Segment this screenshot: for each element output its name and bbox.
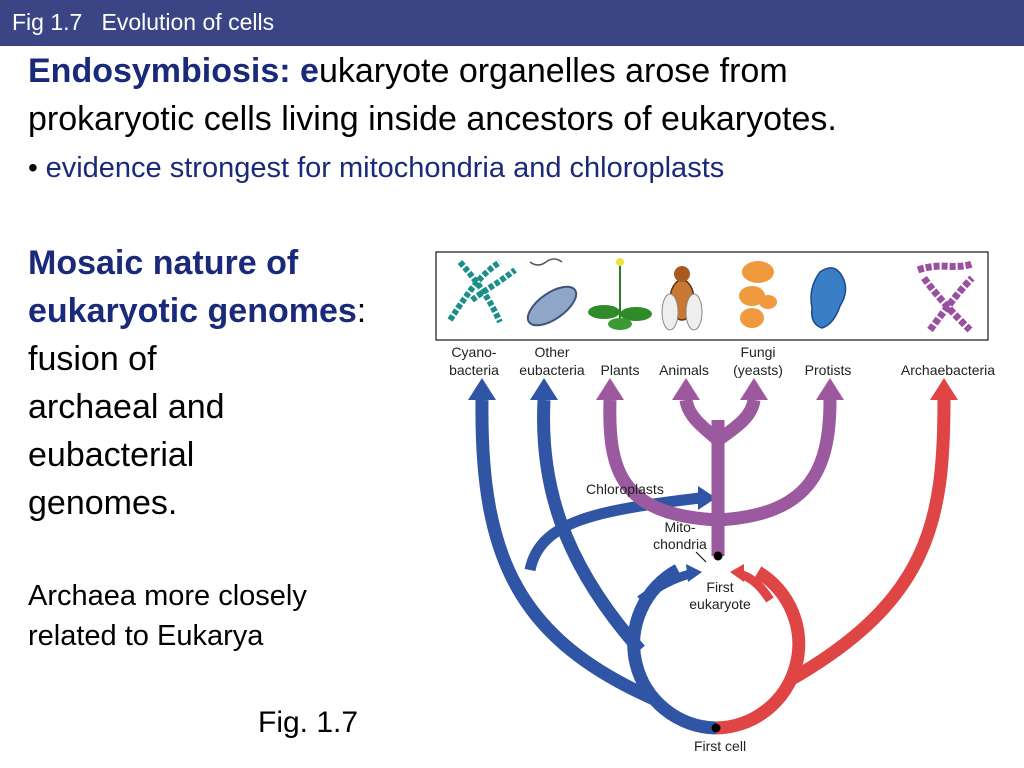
mosaic-body-line: archaeal and: [28, 388, 225, 426]
bullet-icon: •: [28, 152, 38, 183]
cyanobacteria-branch: [475, 399, 659, 706]
mosaic-colon: :: [356, 292, 367, 330]
mitochondria-transfer-arrow: [637, 569, 692, 604]
mitochondria-label: chondria: [653, 536, 707, 552]
fungi-arrowhead: [740, 378, 768, 400]
yeast-icon: [739, 261, 777, 328]
cyanobacteria-arrowhead: [468, 378, 496, 400]
taxon-label-other-eubacteria: eubacteria: [519, 362, 585, 378]
protist-icon: [810, 267, 847, 329]
protists-arrowhead: [816, 378, 844, 400]
first-eukaryote-label: First: [706, 579, 733, 595]
bullet-text: evidence strongest for mitochondria and …: [45, 152, 725, 184]
taxon-label-archaebacteria: Archaebacteria: [901, 362, 995, 378]
archaea-note-line2: related to Eukarya: [28, 620, 264, 652]
endosymbiosis-term: Endosymbiosis: e: [28, 52, 319, 90]
first-eukaryote-node: [713, 551, 723, 561]
first-cell-label: First cell: [694, 738, 746, 754]
plant-icon: [588, 258, 652, 330]
mitochondria-pointer: [695, 551, 707, 563]
taxon-label-cyanobacteria: Cyano-: [451, 344, 496, 360]
taxon-label-protists: Protists: [805, 362, 852, 378]
cyanobacteria-filament-icon: [447, 259, 517, 324]
chloroplasts-arrowhead: [698, 486, 716, 510]
archaebacteria-branch: [786, 399, 951, 686]
organism-image-strip: [435, 251, 989, 341]
first-cell-node: [711, 723, 721, 733]
first-eukaryote-red-arrowhead: [730, 564, 744, 582]
taxon-label-other-eubacteria: Other: [534, 344, 569, 360]
first-eukaryote-label: eukaryote: [689, 596, 751, 612]
animals-arrowhead: [672, 378, 700, 400]
mitochondria-label: Mito-: [664, 519, 695, 535]
other-eubacteria-branch: [537, 399, 645, 655]
plants-arrowhead: [596, 378, 624, 400]
other-eubacteria-arrowhead: [530, 378, 558, 400]
figure-label: Fig. 1.7: [258, 706, 359, 739]
fly-icon: [661, 266, 703, 331]
slide-title: Fig 1.7 Evolution of cells: [12, 9, 275, 35]
mosaic-heading-term: eukaryotic genomes: [28, 292, 357, 330]
endosymbiosis-line: Endosymbiosis: eukaryote organelles aros…: [28, 52, 788, 91]
taxon-label-plants: Plants: [601, 362, 640, 378]
mitochondria-arrowhead: [686, 564, 702, 582]
mosaic-body-line: fusion of: [28, 340, 157, 378]
endosymbiosis-definition: ukaryote organelles arose from: [318, 52, 788, 90]
taxon-label-animals: Animals: [659, 362, 709, 378]
mosaic-body-line: eubacterial: [28, 436, 195, 474]
mosaic-body-line: genomes.: [28, 484, 178, 522]
mosaic-heading-line2: eukaryotic genomes:: [28, 292, 366, 331]
taxon-label-fungi: (yeasts): [733, 362, 783, 378]
archaea-filament-icon: [916, 260, 975, 333]
taxon-label-fungi: Fungi: [740, 344, 775, 360]
title-bar: Fig 1.7 Evolution of cells: [0, 0, 1024, 46]
endosymbiosis-definition-line2: prokaryotic cells living inside ancestor…: [28, 100, 837, 138]
taxon-label-cyanobacteria: bacteria: [449, 362, 499, 378]
first-cell-red-arc: [715, 566, 806, 735]
bullet-point: • evidence strongest for mitochondria an…: [28, 152, 724, 185]
archaebacteria-arrowhead: [930, 378, 958, 400]
chloroplasts-transfer-arrow: [524, 492, 701, 572]
mosaic-heading-line1: Mosaic nature of: [28, 244, 299, 282]
bacterium-icon: [526, 258, 578, 327]
archaea-note-line1: Archaea more closely: [28, 580, 307, 612]
chloroplasts-label: Chloroplasts: [586, 481, 664, 497]
eukaryote-tree: [603, 398, 837, 556]
